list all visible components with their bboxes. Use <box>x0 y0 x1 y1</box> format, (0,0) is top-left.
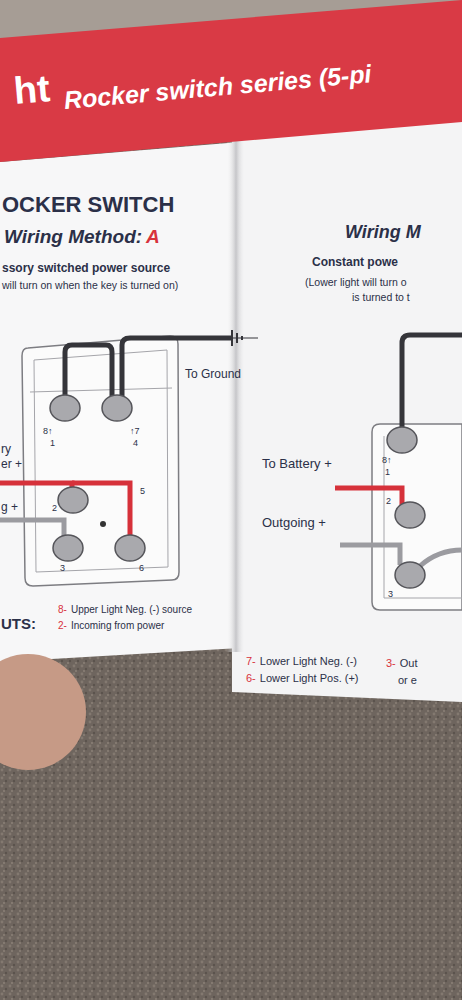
pin-description: Incoming from power <box>71 620 164 632</box>
paper-fold <box>226 140 246 652</box>
outgoing-wire <box>0 520 64 536</box>
pin-number: 8↑ <box>382 455 392 465</box>
left-panel <box>0 142 240 662</box>
pin-description: Lower Light Pos. (+) <box>260 672 359 685</box>
pin-number: 3 <box>388 589 393 599</box>
method-note: will turn on when the key is turned on) <box>2 279 178 291</box>
ground-wire <box>402 335 462 428</box>
ground-wire <box>65 345 112 398</box>
power-wire <box>0 483 72 490</box>
pin-number: 1 <box>385 467 390 477</box>
pin-number: 4 <box>133 438 138 448</box>
power-wire <box>335 488 402 506</box>
pin-key: 8- <box>58 604 67 616</box>
red-banner <box>0 0 462 162</box>
pin-description: Out <box>400 657 418 670</box>
pin-number: 5 <box>140 486 145 496</box>
outgoing-wire <box>420 550 462 566</box>
pin-description: Lower Light Neg. (-) <box>260 655 357 668</box>
pin-number: 3 <box>60 563 65 573</box>
wire-label: To Ground <box>185 368 241 382</box>
pin-description: or e <box>398 674 417 687</box>
method-subtitle: ssory switched power source <box>2 262 170 276</box>
ground-symbol <box>232 330 258 346</box>
pin-description: Upper Light Neg. (-) source <box>71 604 192 616</box>
outgoing-wire <box>340 545 400 565</box>
pin-key: 3- <box>386 657 396 670</box>
pin-number: ↑7 <box>130 426 140 436</box>
pin-key: 6- <box>246 672 256 685</box>
wire-label: g + <box>1 501 18 515</box>
switch-dot <box>100 521 106 527</box>
method-note: is turned to t <box>352 291 410 303</box>
wire-label: er + <box>1 458 22 472</box>
pin-number: 2 <box>52 503 57 513</box>
pin-number: 1 <box>50 438 55 448</box>
switch-body <box>22 336 179 586</box>
wire-label: To Battery + <box>262 457 332 472</box>
method-note: (Lower light will turn o <box>305 276 407 288</box>
thumb <box>0 654 86 770</box>
method-title: Wiring M <box>345 222 421 243</box>
right-panel <box>232 118 462 702</box>
wire-label: ry <box>1 443 11 457</box>
method-subtitle: Constant powe <box>312 256 398 270</box>
terminal <box>387 427 425 588</box>
method-letter: A <box>146 226 160 248</box>
pin-number: 8↑ <box>43 426 53 436</box>
pin-key: 2- <box>58 620 67 632</box>
terminal <box>50 395 145 561</box>
method-title: Wiring Method: <box>4 226 142 248</box>
pin-key: 7- <box>246 655 256 668</box>
heading: OCKER SWITCH <box>2 192 174 217</box>
switch-body <box>372 424 462 610</box>
pin-number: 2 <box>386 496 391 506</box>
switch-inner <box>384 436 462 598</box>
switch-rocker-line <box>30 388 172 392</box>
inputs-heading: UTS: <box>1 615 36 632</box>
wire-label: Outgoing + <box>262 516 326 531</box>
banner-title: ht <box>12 67 52 114</box>
banner-title: Rocker switch series (5-pi <box>63 59 373 115</box>
pin-number: 6 <box>139 563 144 573</box>
switch-inner <box>34 350 168 572</box>
